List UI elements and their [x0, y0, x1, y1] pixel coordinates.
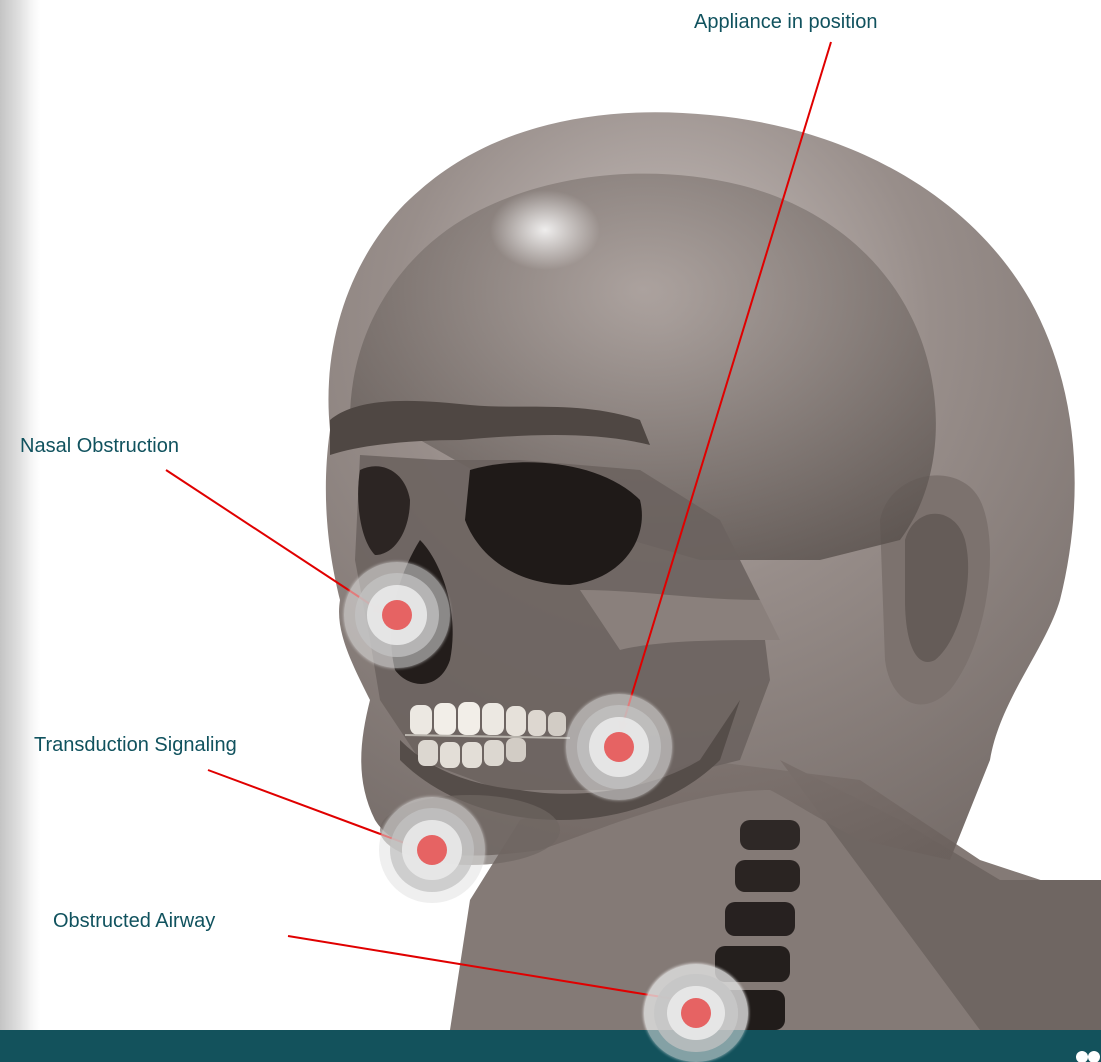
target-dot-icon — [417, 835, 447, 865]
label-nasal-obstruction: Nasal Obstruction — [20, 434, 179, 458]
arrow-airway — [288, 936, 680, 1000]
target-dot-icon — [382, 600, 412, 630]
hotspot-appliance-in-position[interactable] — [566, 694, 672, 800]
target-dot-icon — [681, 998, 711, 1028]
footer-bar — [0, 1030, 1101, 1062]
hotspot-nasal-obstruction[interactable] — [344, 562, 450, 668]
label-appliance-in-position: Appliance in position — [694, 10, 877, 34]
arrow-appliance — [621, 42, 831, 730]
label-obstructed-airway: Obstructed Airway — [53, 909, 215, 933]
hotspot-transduction-signaling[interactable] — [379, 797, 485, 903]
label-transduction-signaling: Transduction Signaling — [34, 733, 237, 757]
brand-logo-icon — [1075, 1048, 1101, 1062]
target-dot-icon — [604, 732, 634, 762]
